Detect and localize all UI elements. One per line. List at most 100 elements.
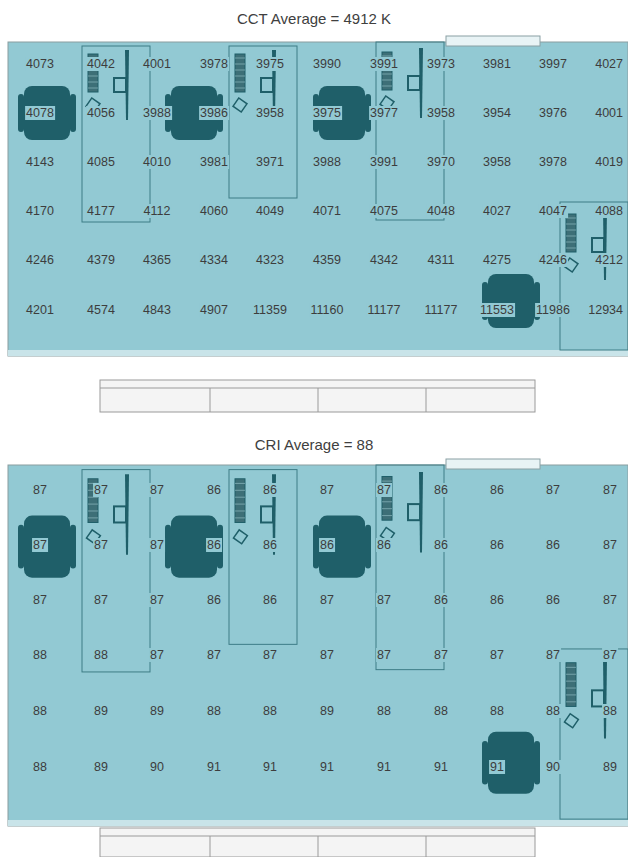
grid-value: 4001	[594, 106, 624, 120]
grid-value: 3954	[482, 106, 512, 120]
grid-value: 88	[489, 704, 505, 718]
grid-value: 4246	[25, 253, 55, 267]
grid-value: 87	[149, 483, 165, 497]
grid-value: 91	[489, 760, 505, 774]
grid-value: 87	[545, 483, 561, 497]
grid-value: 4078	[25, 106, 55, 120]
chair	[482, 732, 540, 794]
grid-value: 86	[433, 538, 449, 552]
desk-outline	[82, 470, 150, 672]
grid-value: 88	[433, 704, 449, 718]
wall-strip	[8, 350, 628, 356]
grid-value: 86	[433, 483, 449, 497]
grid-value: 89	[93, 760, 109, 774]
workstation	[564, 210, 607, 280]
grid-value: 4311	[427, 253, 456, 267]
grid-value: 4177	[86, 204, 116, 218]
grid-value: 11177	[367, 303, 402, 317]
grid-value: 87	[602, 483, 618, 497]
grid-value: 3997	[538, 57, 568, 71]
grid-value: 87	[93, 538, 109, 552]
grid-value: 4212	[594, 253, 624, 267]
desk-outline	[229, 46, 297, 198]
grid-value: 87	[602, 593, 618, 607]
grid-value: 89	[93, 704, 109, 718]
grid-value: 86	[545, 593, 561, 607]
grid-value: 3975	[255, 57, 285, 71]
desk-outline	[560, 202, 628, 350]
grid-value: 90	[545, 760, 561, 774]
grid-value: 87	[602, 538, 618, 552]
grid-value: 87	[433, 648, 449, 662]
grid-value: 88	[32, 760, 48, 774]
grid-value: 3981	[199, 155, 229, 169]
partition	[446, 459, 540, 469]
grid-value: 87	[262, 648, 278, 662]
room-floor	[8, 459, 628, 857]
grid-value: 87	[319, 593, 335, 607]
grid-value: 86	[206, 538, 222, 552]
chair	[313, 86, 371, 140]
grid-value: 4201	[25, 303, 55, 317]
grid-value: 4088	[594, 204, 624, 218]
grid-value: 4048	[426, 204, 456, 218]
grid-value: 4060	[199, 204, 229, 218]
grid-value: 88	[32, 704, 48, 718]
grid-value: 89	[149, 704, 165, 718]
grid-value: 88	[32, 648, 48, 662]
grid-value: 88	[545, 704, 561, 718]
grid-value: 87	[376, 593, 392, 607]
grid-value: 87	[602, 648, 618, 662]
grid-value: 3981	[482, 57, 512, 71]
grid-value: 3978	[199, 57, 229, 71]
grid-value: 4085	[86, 155, 116, 169]
grid-value: 86	[489, 593, 505, 607]
grid-value: 4010	[142, 155, 172, 169]
grid-value: 4246	[538, 253, 568, 267]
grid-value: 11177	[424, 303, 459, 317]
grid-value: 87	[149, 648, 165, 662]
chair	[18, 516, 76, 578]
grid-value: 87	[32, 593, 48, 607]
workstation	[564, 658, 607, 738]
grid-value: 4323	[255, 253, 285, 267]
grid-value: 11553	[479, 303, 515, 317]
grid-value: 3958	[482, 155, 512, 169]
grid-value: 86	[206, 593, 222, 607]
grid-value: 3975	[312, 106, 342, 120]
grid-value: 4019	[594, 155, 624, 169]
grid-value: 91	[262, 760, 278, 774]
chair	[482, 274, 540, 328]
grid-value: 4334	[199, 253, 229, 267]
grid-value: 4843	[142, 303, 172, 317]
chair	[165, 516, 223, 578]
window-bench	[100, 380, 535, 412]
grid-value: 86	[262, 538, 278, 552]
grid-value: 87	[149, 593, 165, 607]
grid-value: 4001	[142, 57, 172, 71]
grid-value: 4907	[199, 303, 229, 317]
grid-value: 3970	[426, 155, 456, 169]
grid-value: 87	[489, 648, 505, 662]
grid-value: 4143	[25, 155, 55, 169]
grid-value: 11986	[535, 303, 571, 317]
chair	[313, 516, 371, 578]
grid-value: 86	[262, 593, 278, 607]
panel-title: CRI Average = 88	[255, 436, 374, 453]
grid-value: 4379	[86, 253, 116, 267]
grid-value: 4275	[482, 253, 512, 267]
grid-value: 4112	[143, 204, 172, 218]
room-floor	[8, 36, 628, 412]
grid-value: 4027	[594, 57, 624, 71]
wall-strip	[8, 820, 628, 826]
grid-value: 89	[602, 760, 618, 774]
grid-value: 88	[206, 704, 222, 718]
grid-value: 3971	[255, 155, 285, 169]
grid-value: 86	[545, 538, 561, 552]
grid-value: 4056	[86, 106, 116, 120]
grid-value: 3958	[255, 106, 285, 120]
grid-value: 87	[206, 648, 222, 662]
grid-value: 86	[433, 593, 449, 607]
